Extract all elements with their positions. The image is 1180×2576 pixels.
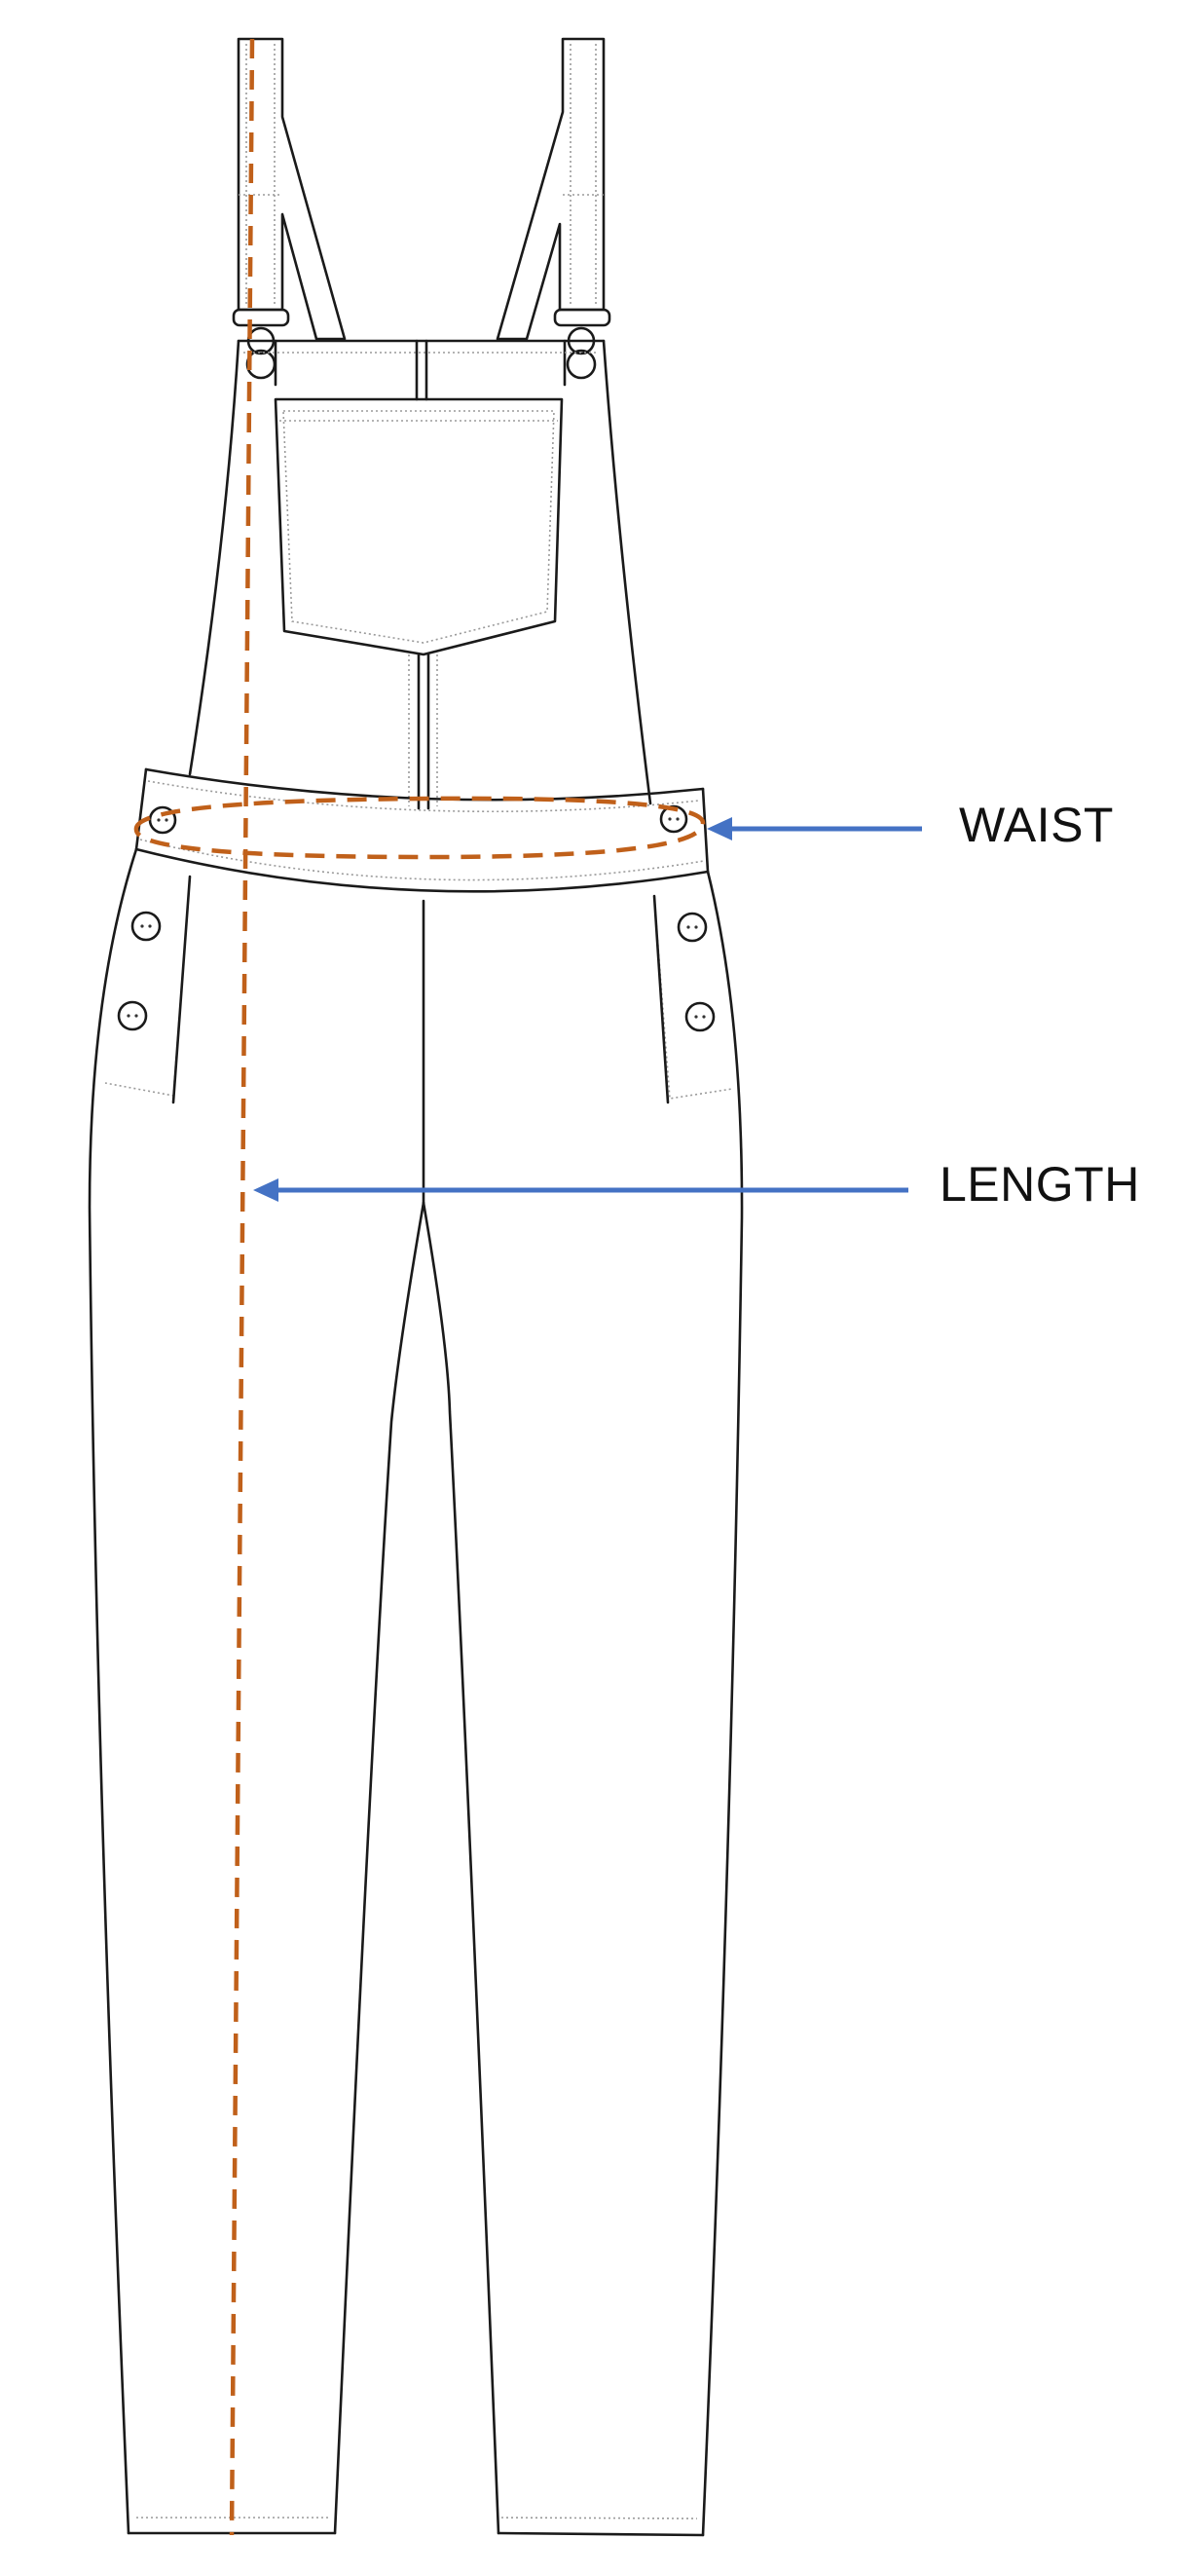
waistband xyxy=(134,767,710,893)
bib-pocket xyxy=(274,397,564,656)
waist-measure-ellipse xyxy=(133,796,706,860)
pants xyxy=(88,847,744,2537)
length-pointer-arrow-icon xyxy=(253,1178,908,1202)
side-button-left-upper-icon xyxy=(130,911,162,942)
left-buckle-icon xyxy=(232,308,290,380)
length-label: LENGTH xyxy=(940,1157,1140,1212)
right-buckle-icon xyxy=(553,308,611,380)
waist-label: WAIST xyxy=(959,798,1114,852)
length-measure-line xyxy=(229,38,255,2536)
side-button-left-lower-icon xyxy=(117,1000,148,1031)
bib xyxy=(188,339,652,810)
waist-button-right-icon xyxy=(659,804,688,834)
side-button-right-upper-icon xyxy=(677,912,708,943)
left-strap xyxy=(237,37,347,341)
right-strap xyxy=(496,37,606,341)
side-button-right-lower-icon xyxy=(684,1001,716,1032)
waist-pointer-arrow-icon xyxy=(707,817,922,840)
